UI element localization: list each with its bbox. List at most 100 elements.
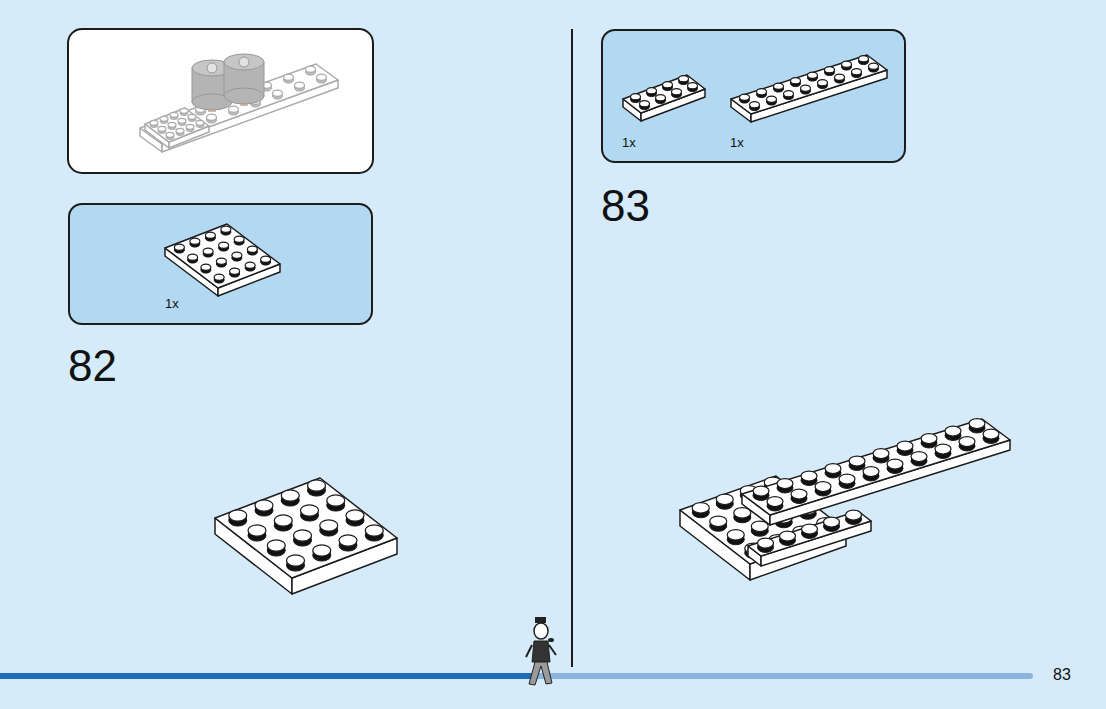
plate-part [767, 497, 783, 507]
plate-part [852, 69, 862, 75]
plate-part [983, 429, 999, 439]
plate-part [232, 252, 242, 258]
plate-part [791, 78, 801, 84]
plate-part [339, 535, 357, 546]
plate-part [168, 122, 176, 127]
plate-part [911, 452, 927, 462]
plate-part [784, 91, 794, 97]
plate-part [935, 444, 951, 454]
progress-track [535, 673, 1033, 679]
plate-part [777, 479, 793, 489]
parts-callout: 1x [68, 203, 373, 325]
plate-part [245, 262, 255, 268]
plate-part [178, 118, 186, 123]
plate-part [301, 505, 319, 516]
step-number: 82 [68, 344, 117, 388]
plate-part [663, 82, 673, 88]
plate-part [631, 94, 641, 100]
plate-part [672, 89, 682, 95]
plate-part [230, 268, 240, 274]
plate-part [273, 90, 283, 96]
plate-part [186, 124, 194, 129]
plate-part [317, 74, 327, 80]
plate-part [306, 66, 316, 72]
plate-part [849, 456, 865, 466]
plate-part [308, 480, 326, 491]
plate-part [945, 426, 961, 436]
plate-part [284, 74, 294, 80]
plate-part [748, 511, 871, 556]
plate-part [281, 490, 299, 501]
plate-part [791, 489, 807, 499]
plate-part [248, 525, 266, 536]
plate-part [162, 80, 338, 152]
plate-part [818, 80, 828, 86]
plate-part [753, 486, 769, 496]
plate-part [203, 248, 213, 254]
plate-part [801, 471, 817, 481]
plate-part [647, 88, 657, 94]
plate-part [158, 126, 166, 131]
plate-part [267, 540, 285, 551]
quantity-label: 1x [622, 136, 636, 149]
plate-part [160, 116, 168, 121]
part-art [70, 205, 375, 327]
plate-part [365, 525, 383, 536]
plate-part [887, 459, 903, 469]
plate-part [205, 232, 215, 238]
plate-part [219, 242, 229, 248]
plate-part [825, 464, 841, 474]
page-number: 83 [1053, 667, 1071, 683]
plate-part [680, 476, 846, 564]
quantity-label: 1x [165, 297, 179, 310]
plate-part [229, 510, 247, 521]
plate-part [842, 61, 852, 67]
plate-part [224, 54, 264, 70]
plate-part [165, 248, 218, 296]
plate-part [255, 500, 273, 511]
build-step-82 [215, 478, 397, 594]
plate-part [180, 108, 188, 113]
plate-part [750, 102, 760, 108]
plate-part [692, 503, 709, 514]
plate-part [758, 538, 774, 548]
plate-part [261, 256, 271, 262]
parts-callout: 1x1x [601, 29, 906, 163]
plate-part [327, 495, 345, 506]
plate-part [815, 482, 831, 492]
plate-part [688, 83, 698, 89]
part-art [603, 31, 908, 165]
plate-part [780, 531, 796, 541]
plate-part [863, 467, 879, 477]
plate-part [959, 437, 975, 447]
plate-part [216, 258, 226, 264]
plate-part [825, 67, 835, 73]
plate-part [320, 520, 338, 531]
plate-part [869, 63, 879, 69]
plate-part [969, 419, 985, 429]
plate-part [757, 89, 767, 95]
plate-part [294, 530, 312, 541]
plate-part [188, 254, 198, 260]
plate-part [207, 114, 217, 120]
plate-part [802, 524, 818, 534]
plate-part [196, 120, 204, 125]
plate-part [239, 57, 249, 67]
plate-part [346, 510, 364, 521]
plate-part [207, 63, 217, 73]
plate-part [801, 85, 811, 91]
plate-part [166, 132, 174, 137]
plate-part [846, 510, 862, 520]
plate-part [229, 106, 239, 112]
plate-part [174, 244, 184, 250]
plate-part [873, 449, 889, 459]
plate-part [921, 434, 937, 444]
plate-part [679, 76, 689, 82]
mascot-figure [526, 617, 556, 685]
progress-bar [0, 673, 540, 679]
plate-part [835, 74, 845, 80]
plate-part [145, 108, 209, 142]
plate-part [313, 545, 331, 556]
plate-part [214, 274, 224, 280]
